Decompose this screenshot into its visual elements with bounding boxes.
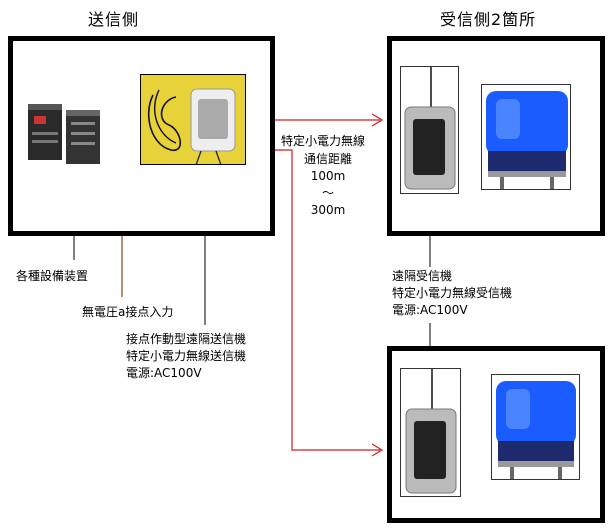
receiver-unit-photo-bottom <box>400 368 461 497</box>
distance-label: 通信距離 <box>303 152 352 166</box>
receiver-unit-photo-top <box>400 66 459 194</box>
receiver-icon-bottom <box>405 369 457 494</box>
equipment-photo <box>20 92 107 172</box>
transmitter-line3: 電源:AC100V <box>126 366 202 380</box>
receiver-line3: 電源:AC100V <box>392 303 468 317</box>
distance-separator: ～ <box>321 186 334 200</box>
transmitter-line2: 特定小電力無線送信機 <box>126 349 247 363</box>
receiver-line2: 特定小電力無線受信機 <box>392 286 513 300</box>
radio-label: 特定小電力無線 <box>281 134 366 148</box>
receiver-line1: 遠隔受信機 <box>392 269 453 283</box>
receiver-title: 受信側2箇所 <box>440 10 537 29</box>
distance-max: 300m <box>310 203 346 217</box>
receiver-icon-top <box>404 67 456 190</box>
arrowhead-top <box>371 113 384 127</box>
warning-lamp-icon-bottom <box>496 381 576 479</box>
equipment-icon <box>28 104 100 164</box>
sender-title: 送信側 <box>88 10 140 29</box>
distance-min: 100m <box>310 169 346 183</box>
equipment-label: 各種設備装置 <box>16 269 89 283</box>
receiver-description: 遠隔受信機 特定小電力無線受信機 電源:AC100V <box>392 268 512 319</box>
lamp-photo-top <box>481 84 571 190</box>
warning-lamp-icon-top <box>486 91 568 189</box>
arrowhead-bottom <box>371 443 384 457</box>
contact-input-label: 無電圧a接点入力 <box>82 305 174 319</box>
transmitter-photo <box>140 74 246 165</box>
transmitter-line1: 接点作動型遠隔送信機 <box>126 332 247 346</box>
transmitter-icon <box>147 88 236 164</box>
distance-block: 通信距離 100m ～ 300m <box>290 151 366 219</box>
lamp-photo-bottom <box>491 374 580 480</box>
transmitter-description: 接点作動型遠隔送信機 特定小電力無線送信機 電源:AC100V <box>126 331 246 382</box>
